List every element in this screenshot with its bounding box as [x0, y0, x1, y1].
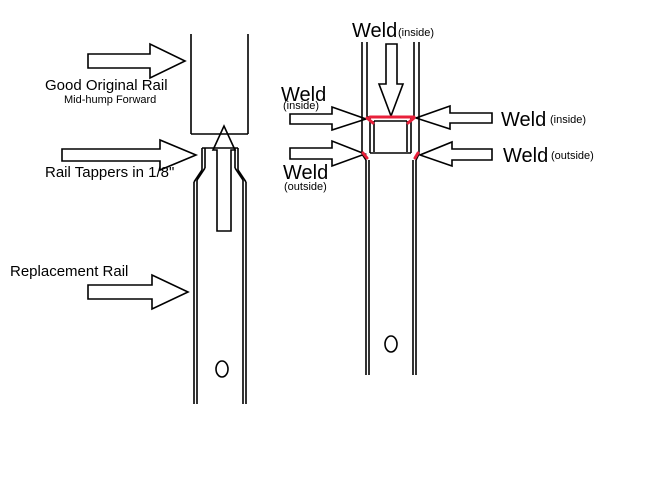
label-weld-top: Weld	[352, 20, 398, 42]
weld-marks	[361, 115, 420, 160]
arrow-weld-lower-left	[289, 139, 368, 168]
label-weld-lower-right-sub: (outside)	[551, 150, 594, 162]
label-weld-upper-left: Weld	[281, 84, 327, 106]
replacement-rail	[193, 180, 247, 404]
mounting-hole	[384, 335, 398, 353]
good-original-rail	[190, 34, 249, 135]
mounting-hole	[215, 360, 229, 378]
welded-rail-assembly	[361, 42, 420, 375]
arrow-weld-top	[377, 43, 405, 119]
arrow-rail-tappers	[61, 138, 199, 172]
rail-taper-section	[193, 147, 247, 183]
weld-mark-inside-left	[365, 116, 375, 125]
label-weld-top-sub: (inside)	[398, 27, 435, 39]
arrow-replacement-rail	[87, 273, 190, 311]
label-weld-upper-left-sub: (inside)	[283, 100, 320, 112]
label-weld-upper-right-sub: (inside)	[550, 114, 587, 126]
label-weld-lower-right: Weld	[503, 145, 549, 167]
weld-mark-inside-right	[406, 116, 416, 125]
arrow-weld-lower-right	[417, 140, 493, 168]
weld-mark-outside-left	[361, 151, 369, 160]
arrow-weld-upper-right	[413, 104, 493, 131]
label-mid-hump-forward: Mid-hump Forward	[64, 94, 157, 106]
label-replacement-rail: Replacement Rail	[10, 263, 129, 280]
label-weld-upper-right: Weld	[501, 109, 547, 131]
label-good-original-rail: Good Original Rail	[45, 77, 168, 94]
label-weld-lower-left-sub: (outside)	[284, 181, 327, 193]
arrow-taper-up	[211, 124, 237, 232]
weld-mark-outside-right	[413, 151, 420, 160]
arrow-good-original-rail	[87, 42, 187, 80]
label-rail-tappers: Rail Tappers in 1/8"	[45, 164, 175, 181]
arrow-weld-upper-left	[289, 105, 369, 132]
label-weld-lower-left: Weld	[283, 162, 329, 184]
